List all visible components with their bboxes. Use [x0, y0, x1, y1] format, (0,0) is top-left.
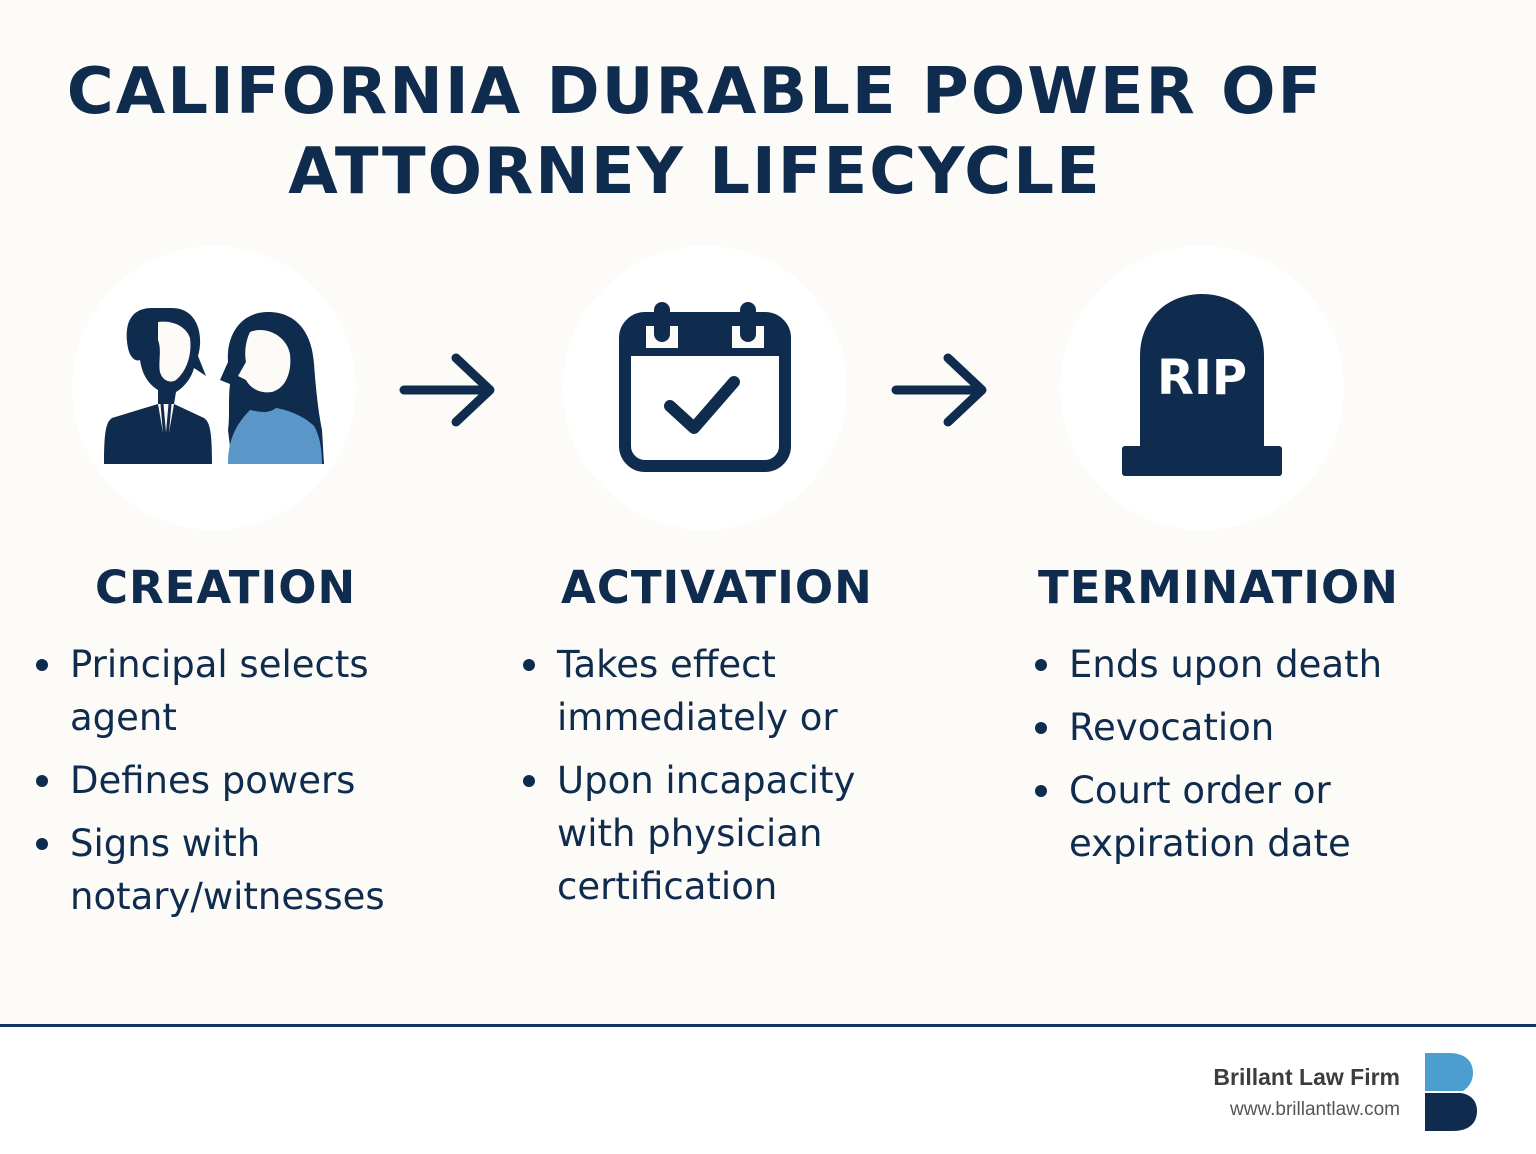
list-item: Court order or expiration date [1035, 764, 1425, 870]
people-icon [104, 308, 324, 464]
brand-logo-icon [1425, 1053, 1477, 1131]
list-item: Upon incapacity with physician certifica… [523, 754, 903, 913]
arrow-right-icon [891, 353, 987, 427]
list-item: Revocation [1035, 701, 1425, 754]
firm-name: Brillant Law Firm [1213, 1064, 1400, 1090]
list-item: Principal selects agent [36, 638, 436, 744]
list-item: Ends upon death [1035, 638, 1425, 691]
creation-list: Principal selects agent Defines powers S… [36, 638, 436, 933]
termination-list: Ends upon death Revocation Court order o… [1035, 638, 1425, 880]
list-item: Takes effect immediately or [523, 638, 903, 744]
tombstone-text: RIP [1157, 350, 1247, 406]
title-line-2: ATTORNEY LIFECYCLE [288, 135, 1102, 209]
list-item: Signs with notary/witnesses [36, 817, 436, 923]
footer [0, 1027, 1536, 1154]
activation-icon-circle [563, 246, 847, 530]
page-title: CALIFORNIA DURABLE POWER OF ATTORNEY LIF… [0, 52, 1390, 212]
footer-divider [0, 1024, 1536, 1027]
list-item: Defines powers [36, 754, 436, 807]
stage-title-creation: CREATION [95, 561, 357, 614]
stage-title-termination: TERMINATION [1038, 561, 1399, 614]
firm-url: www.brillantlaw.com [1230, 1099, 1400, 1120]
arrow-right-icon [399, 353, 495, 427]
title-line-1: CALIFORNIA DURABLE POWER OF [66, 55, 1324, 129]
stage-title-activation: ACTIVATION [561, 561, 873, 614]
activation-list: Takes effect immediately or Upon incapac… [523, 638, 903, 923]
calendar-check-icon [619, 302, 791, 472]
tombstone-icon: RIP [1122, 294, 1282, 476]
